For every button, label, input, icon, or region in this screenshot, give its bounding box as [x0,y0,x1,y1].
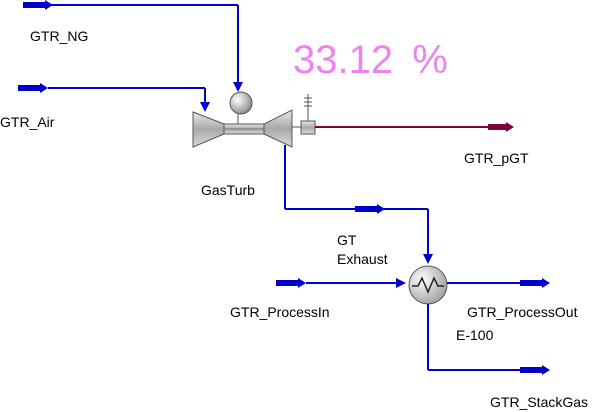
efficiency-readout: 33.12 % [293,38,448,83]
stream-gtr-air[interactable] [18,83,210,112]
stream-gtr-stack-gas[interactable] [427,304,550,375]
stream-label-gtr-air: GTR_Air [0,114,55,130]
stream-label-gt-exhaust-line1: GT [337,232,357,248]
stream-gtr-process-out[interactable] [447,278,550,288]
stream-label-gtr-pgt: GTR_pGT [464,150,529,166]
efficiency-unit: % [412,38,448,82]
stream-label-gtr-ng: GTR_NG [30,28,89,44]
stream-gtr-process-in[interactable] [276,278,406,288]
stream-gtr-ng[interactable] [23,0,243,92]
stream-label-gtr-stack-gas: GTR_StackGas [490,394,589,410]
unit-label-gasturb: GasTurb [201,182,255,198]
stream-label-gtr-process-out: GTR_ProcessOut [467,304,578,320]
stream-gtr-pgt[interactable] [315,122,514,132]
heat-exchanger-icon[interactable] [408,265,448,305]
unit-label-e100: E-100 [456,327,494,343]
gas-turbine-icon[interactable] [192,91,316,148]
efficiency-value: 33.12 [293,38,394,82]
stream-label-gtr-process-in: GTR_ProcessIn [230,304,330,320]
stream-label-gt-exhaust-line2: Exhaust [337,251,388,267]
stream-gt-exhaust[interactable] [284,145,433,264]
